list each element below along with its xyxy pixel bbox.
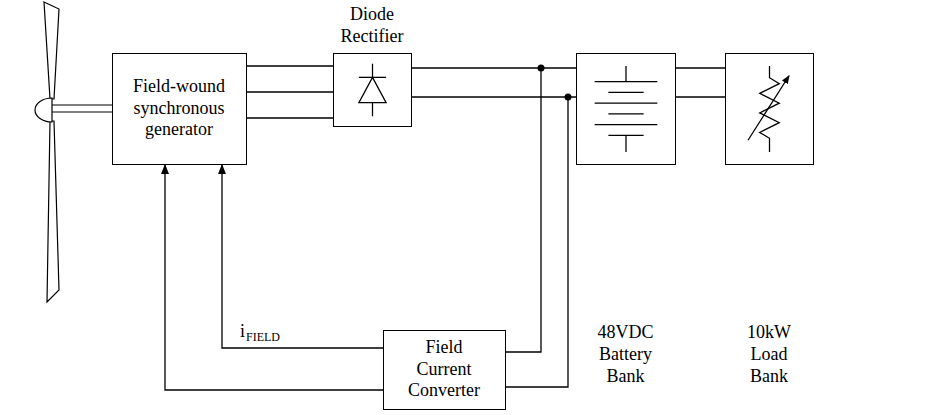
connector bbox=[506, 65, 572, 388]
connector bbox=[247, 66, 333, 118]
wire bbox=[676, 96, 725, 97]
connector bbox=[165, 165, 383, 390]
wire bbox=[222, 165, 383, 348]
symbol bbox=[334, 54, 411, 126]
battery-lead bbox=[625, 66, 626, 82]
shaft bbox=[52, 111, 112, 112]
turbine-hub bbox=[35, 98, 52, 122]
wire bbox=[247, 117, 333, 118]
variable-arrow bbox=[748, 76, 789, 141]
wire bbox=[506, 97, 568, 387]
node-label: Field Current Converter bbox=[398, 337, 490, 403]
battery-plate bbox=[608, 92, 643, 93]
node-label: 48VDC Battery Bank bbox=[586, 322, 666, 388]
wire bbox=[676, 67, 725, 68]
shaft bbox=[52, 104, 112, 105]
wire bbox=[506, 68, 541, 352]
battery-plate bbox=[595, 124, 658, 125]
turbine-blade bbox=[47, 121, 59, 302]
wire bbox=[412, 67, 576, 68]
wire bbox=[247, 91, 333, 92]
battery-lead bbox=[625, 135, 626, 152]
wire bbox=[165, 165, 383, 390]
junction-dot bbox=[565, 94, 572, 101]
junction-dot bbox=[538, 65, 545, 72]
generator-box: Field-wound synchronous generator bbox=[112, 53, 247, 165]
symbol bbox=[577, 54, 675, 164]
signal-name: FIELD bbox=[246, 331, 280, 343]
symbol bbox=[726, 54, 813, 164]
node-label: 10kW Load Bank bbox=[734, 322, 804, 388]
node-label: Field-wound synchronous generator bbox=[119, 76, 239, 142]
rectifier-box: Diode Rectifier bbox=[333, 53, 412, 127]
signal-name: i bbox=[240, 322, 245, 340]
diode-bar bbox=[359, 77, 386, 78]
resistor-symbol bbox=[760, 66, 780, 152]
turbine-blade bbox=[44, 2, 59, 99]
node-label: Diode Rectifier bbox=[333, 4, 411, 48]
diode-symbol bbox=[359, 77, 386, 102]
battery-box: 48VDC Battery Bank bbox=[576, 53, 676, 165]
connector bbox=[676, 68, 725, 97]
battery-plate bbox=[595, 102, 658, 103]
converter-box: Field Current Converter bbox=[383, 330, 506, 410]
connector bbox=[412, 68, 576, 97]
load-bank-box: 10kW Load Bank bbox=[725, 53, 814, 165]
battery-plate bbox=[608, 113, 643, 114]
wire bbox=[247, 65, 333, 66]
battery-plate bbox=[595, 81, 658, 82]
wire bbox=[412, 96, 576, 97]
